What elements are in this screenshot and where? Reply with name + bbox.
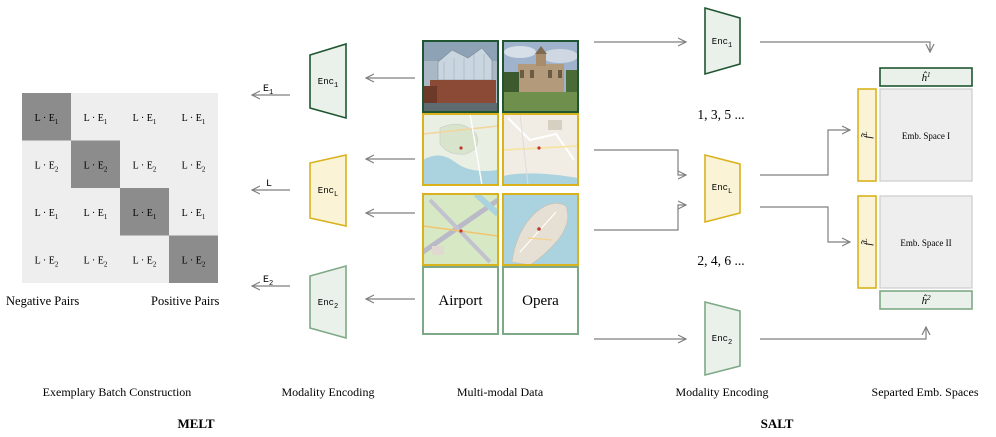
map-airport-detailed bbox=[423, 194, 498, 265]
melt-encoder-l-label: EncL bbox=[318, 186, 338, 199]
matrix-cell-label: L · E1 bbox=[35, 113, 59, 126]
melt-encoder-1 bbox=[309, 42, 347, 120]
matrix-cell-label: L · E2 bbox=[182, 255, 206, 268]
text-cell-airport bbox=[422, 266, 499, 335]
title-salt: SALT bbox=[761, 416, 794, 431]
h2-label: ĥ2 bbox=[921, 293, 931, 307]
batch-matrix: L · E1 L · E1 L · E1 L · E1 L · E2 L · E2 L · … bbox=[22, 93, 218, 283]
matrix-cell-label: L · E1 bbox=[84, 113, 108, 126]
caption-batch-construction: Exemplary Batch Construction bbox=[43, 385, 192, 399]
photo-concert-hall bbox=[423, 41, 498, 112]
arrow-salt-enc1-to-h1 bbox=[760, 41, 930, 52]
matrix-cell-label: L · E2 bbox=[35, 255, 59, 268]
melt-encoder-2 bbox=[309, 264, 347, 340]
h1-box bbox=[879, 67, 973, 87]
arrow-map-to-salt-encl-1 bbox=[594, 149, 686, 175]
map-airport-simple bbox=[423, 114, 498, 185]
matrix-cell-label: L · E1 bbox=[133, 208, 157, 221]
fl-label-2: f̂L bbox=[860, 238, 874, 245]
caption-separated-spaces: Separted Emb. Spaces bbox=[872, 385, 979, 399]
caption-multimodal-data: Multi-modal Data bbox=[457, 385, 544, 399]
arrow-e2-label: E2 bbox=[263, 275, 273, 288]
matrix-cell-label: L · E2 bbox=[84, 255, 108, 268]
salt-encoder-2-label: Enc2 bbox=[712, 334, 732, 347]
text-opera: Opera bbox=[522, 293, 559, 309]
map-frame-d bbox=[502, 113, 579, 186]
h1-label: ĥ1 bbox=[921, 70, 930, 84]
photo-opera-building bbox=[503, 41, 578, 112]
fl-label-1: f̂L bbox=[860, 131, 874, 138]
even-batches-label: 2, 4, 6 ... bbox=[697, 253, 744, 268]
arrow-salt-encl-to-space2 bbox=[760, 206, 850, 242]
map-frame-f bbox=[502, 193, 579, 266]
photo-frame-b bbox=[502, 40, 579, 113]
matrix-cell-label: L · E1 bbox=[84, 208, 108, 221]
arrow-map-to-salt-encl-2 bbox=[594, 205, 686, 231]
matrix-cell-label: L · E1 bbox=[182, 113, 206, 126]
matrix-diag-cell-4 bbox=[169, 235, 218, 283]
embedding-space-1 bbox=[879, 88, 973, 182]
salt-encoder-l-label: EncL bbox=[712, 183, 732, 196]
matrix-cell-label: L · E1 bbox=[35, 208, 59, 221]
map-frame-c bbox=[422, 113, 499, 186]
matrix-cell-label: L · E2 bbox=[35, 160, 59, 173]
map-opera-detailed bbox=[503, 194, 578, 265]
matrix-cell-label: L · E1 bbox=[133, 113, 157, 126]
map-frame-e bbox=[422, 193, 499, 266]
melt-encoder-2-label: Enc2 bbox=[318, 298, 338, 311]
arrow-salt-enc2-to-h2 bbox=[760, 327, 926, 340]
salt-encoder-1 bbox=[704, 6, 741, 76]
matrix-diag-cell-1 bbox=[22, 93, 71, 141]
fl-box-2 bbox=[857, 195, 877, 289]
arrow-e1-label: E1 bbox=[263, 84, 273, 97]
matrix-cell-label: L · E2 bbox=[182, 160, 206, 173]
fl-box-1 bbox=[857, 88, 877, 182]
map-opera-simple bbox=[503, 114, 578, 185]
text-cell-opera bbox=[502, 266, 579, 335]
matrix-cell-label: L · E2 bbox=[133, 255, 157, 268]
embedding-space-1-label: Emb. Space I bbox=[902, 131, 950, 141]
title-melt: MELT bbox=[177, 416, 214, 431]
matrix-cell-label: L · E1 bbox=[182, 208, 206, 221]
caption-modality-encoding-right: Modality Encoding bbox=[676, 385, 769, 399]
melt-embedding-arrows bbox=[252, 95, 290, 286]
positive-pairs-label: Positive Pairs bbox=[151, 294, 220, 308]
caption-modality-encoding-left: Modality Encoding bbox=[282, 385, 375, 399]
matrix-cell-label: L · E2 bbox=[133, 160, 157, 173]
melt-encoder-l bbox=[309, 154, 347, 227]
matrix-diag-cell-3 bbox=[120, 188, 169, 236]
salt-encoder-l bbox=[704, 153, 741, 224]
arrow-l-label: L bbox=[266, 179, 272, 190]
melt-encoder-1-label: Enc1 bbox=[318, 77, 338, 90]
matrix-cell-label: L · E2 bbox=[84, 160, 108, 173]
h2-box bbox=[879, 290, 973, 310]
salt-encoder-1-label: Enc1 bbox=[712, 37, 732, 50]
matrix-diag-cell-2 bbox=[71, 140, 120, 188]
arrow-salt-encl-to-space1 bbox=[760, 130, 850, 176]
salt-encoder-2 bbox=[704, 300, 741, 377]
photo-frame-a bbox=[422, 40, 499, 113]
odd-batches-label: 1, 3, 5 ... bbox=[697, 107, 744, 122]
text-airport: Airport bbox=[438, 293, 483, 309]
embedding-space-2 bbox=[879, 195, 973, 289]
embedding-space-2-label: Emb. Space II bbox=[900, 238, 951, 248]
negative-pairs-label: Negative Pairs bbox=[6, 294, 79, 308]
